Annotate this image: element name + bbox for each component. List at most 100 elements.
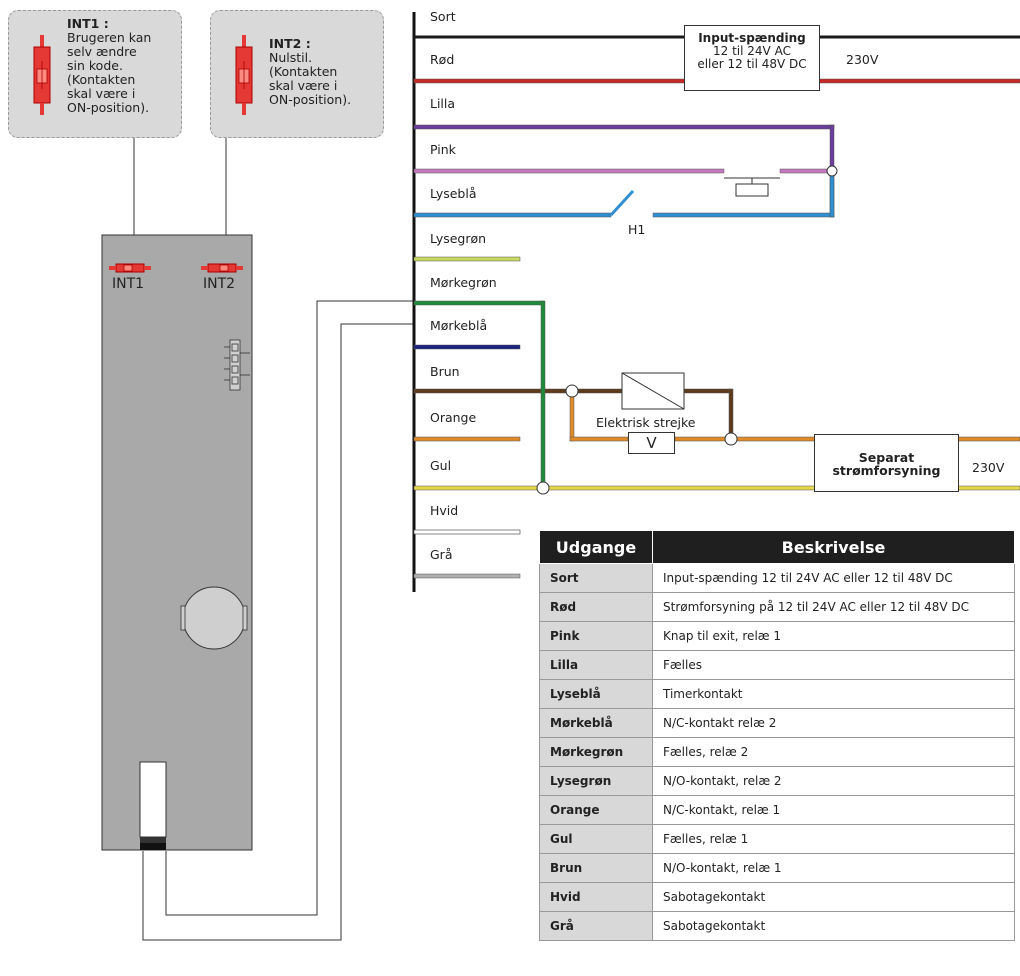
orange-link	[731, 436, 817, 442]
wire-label-sort: Sort	[430, 9, 456, 24]
header-beskrivelse: Beskrivelse	[652, 530, 1015, 564]
junction-node	[826, 165, 838, 177]
wire-label-orange: Orange	[430, 410, 477, 425]
int1-callout-text: INT1 : Brugeren kan selv ændre sin kode.…	[67, 17, 151, 115]
int2-callout-switch-icon	[235, 35, 253, 115]
wire-label-graa: Grå	[430, 547, 453, 562]
int1-board-label: INT1	[112, 276, 145, 292]
h1-label: H1	[628, 222, 646, 237]
strike-relay-icon	[621, 372, 685, 410]
orange-link	[957, 436, 1020, 442]
voltage-symbol-box: V	[628, 432, 675, 454]
header-udgange: Udgange	[539, 530, 653, 564]
wire-stubs	[413, 35, 1020, 579]
tamper-wire-graa	[142, 323, 414, 941]
output-desc: Fælles, relæ 2	[652, 737, 1015, 767]
int1-callout-line: ON-position).	[67, 100, 150, 115]
int2-callout-line: ON-position).	[269, 92, 352, 107]
int1-callout-line: selv ændre	[67, 44, 137, 59]
separate-supply-line2: strømforsyning	[832, 463, 941, 478]
output-desc: Sabotagekontakt	[652, 911, 1015, 941]
output-name: Lysegrøn	[539, 766, 653, 796]
int1-callout-line: Brugeren kan	[67, 30, 152, 45]
output-desc: Knap til exit, relæ 1	[652, 621, 1015, 651]
output-name: Sort	[539, 563, 653, 593]
orange-link	[569, 436, 629, 442]
outputs-table-header: Udgange Beskrivelse	[539, 530, 1015, 564]
output-name: Grå	[539, 911, 653, 941]
output-desc: Fælles, relæ 1	[652, 824, 1015, 854]
int2-callout: INT2 : Nulstil. (Kontakten skal være i O…	[210, 10, 384, 138]
int2-callout-line: (Kontakten	[269, 64, 338, 79]
wire-label-brun: Brun	[430, 364, 460, 379]
junction-node	[565, 384, 579, 398]
output-name: Mørkegrøn	[539, 737, 653, 767]
input-voltage-line1: 12 til 24V AC	[713, 44, 791, 58]
output-desc: Timerkontakt	[652, 679, 1015, 709]
int2-callout-text: INT2 : Nulstil. (Kontakten skal være i O…	[269, 37, 351, 107]
wire-label-pink: Pink	[430, 142, 456, 157]
int1-callout-line: (Kontakten	[67, 72, 136, 87]
output-desc: N/C-kontakt, relæ 1	[652, 795, 1015, 825]
junction-node	[536, 481, 550, 495]
output-name: Rød	[539, 592, 653, 622]
mains-230v-top: 230V	[846, 52, 879, 67]
strike-label: Elektrisk strejke	[596, 415, 696, 430]
output-desc: Sabotagekontakt	[652, 882, 1015, 912]
exit-button-icon	[724, 177, 780, 197]
output-name: Gul	[539, 824, 653, 854]
lyseblaa-drop	[829, 170, 835, 218]
board-connector-icon	[224, 339, 250, 391]
output-desc: Input-spænding 12 til 24V AC eller 12 ti…	[652, 563, 1015, 593]
wire-label-lilla: Lilla	[430, 96, 456, 111]
wire-label-hvid: Hvid	[430, 503, 459, 518]
output-name: Hvid	[539, 882, 653, 912]
wire-label-moerkegroen: Mørkegrøn	[430, 275, 497, 290]
int1-callout-switch-icon	[33, 35, 51, 115]
output-desc: N/O-kontakt, relæ 2	[652, 766, 1015, 796]
int2-board-label: INT2	[203, 276, 236, 292]
output-desc: Fælles	[652, 650, 1015, 680]
int2-switch-icon	[201, 263, 243, 273]
input-voltage-line2: eller 12 til 48V DC	[697, 57, 807, 71]
wire-label-gul: Gul	[430, 458, 452, 473]
wire-label-roed: Rød	[430, 52, 455, 67]
wire-label-lysegroen: Lysegrøn	[430, 231, 487, 246]
output-name: Pink	[539, 621, 653, 651]
output-name: Lyseblå	[539, 679, 653, 709]
control-board	[101, 234, 253, 851]
voltage-symbol: V	[646, 434, 657, 452]
int1-callout-title: INT1 :	[67, 16, 109, 31]
input-voltage-box: Input-spænding 12 til 24V AC eller 12 ti…	[684, 25, 820, 91]
junction-node	[724, 432, 738, 446]
separate-supply-box: Separat strømforsyning	[814, 434, 959, 492]
int1-switch-icon	[109, 263, 151, 273]
wire-label-moerkeblaa: Mørkeblå	[430, 318, 488, 333]
orange-link	[674, 436, 733, 442]
output-desc: N/O-kontakt, relæ 1	[652, 853, 1015, 883]
separate-supply-line1: Separat	[858, 450, 915, 465]
output-desc: Strømforsyning på 12 til 24V AC eller 12…	[652, 592, 1015, 622]
green-drop	[540, 300, 546, 489]
mains-230v-bottom: 230V	[972, 460, 1005, 475]
int1-callout-line: skal være i	[67, 86, 136, 101]
output-desc: N/C-kontakt relæ 2	[652, 708, 1015, 738]
output-name: Brun	[539, 853, 653, 883]
int2-callout-line: Nulstil.	[269, 50, 313, 65]
h1-switch-icon	[609, 189, 635, 217]
int2-callout-title: INT2 :	[269, 36, 311, 51]
battery-holder-icon	[180, 586, 248, 650]
